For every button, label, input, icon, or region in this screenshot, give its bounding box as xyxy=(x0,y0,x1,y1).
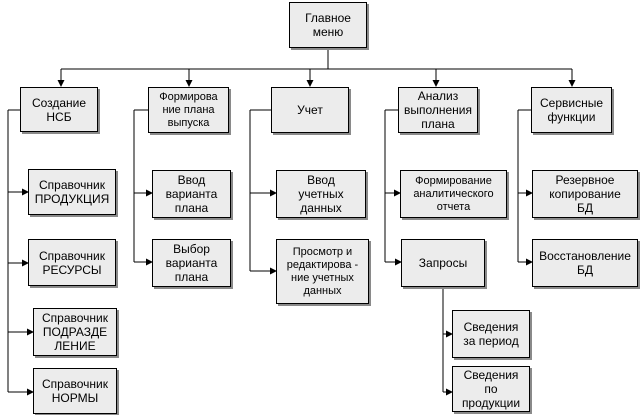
vvod-uch-node: Ввод учетных данных xyxy=(276,170,366,218)
vvod-var-node: Ввод варианта плана xyxy=(152,170,231,218)
analiz-node: Анализ выполнения плана xyxy=(398,87,478,133)
vosst-node: Восстановление БД xyxy=(532,239,638,287)
sved-prod-node: Сведения по продукции xyxy=(452,366,530,412)
prosmotr-node: Просмотр и редактирова - ние учетных дан… xyxy=(276,239,369,304)
service-node: Сервисные функции xyxy=(531,87,612,133)
nsb-node: Создание НСБ xyxy=(20,87,98,132)
form-otch-node: Формирование аналитического отчета xyxy=(400,170,507,218)
plan-node: Формирова ние плана выпуска xyxy=(148,87,229,133)
sprav-res-node: Справочник РЕСУРСЫ xyxy=(28,239,116,286)
sprav-norm-node: Справочник НОРМЫ xyxy=(33,368,117,414)
main-menu-node: Главное меню xyxy=(289,2,367,48)
sprav-podr-node: Справочник ПОДРАЗДЕ ЛЕНИЕ xyxy=(33,308,117,356)
vybor-var-node: Выбор варианта плана xyxy=(152,239,231,287)
zaprosy-node: Запросы xyxy=(401,239,485,287)
uchet-node: Учет xyxy=(271,87,349,133)
sved-period-node: Сведения за период xyxy=(452,310,530,358)
rezerv-node: Резервное копирование БД xyxy=(532,170,638,218)
sprav-prod-node: Справочник ПРОДУКЦИЯ xyxy=(28,169,116,215)
